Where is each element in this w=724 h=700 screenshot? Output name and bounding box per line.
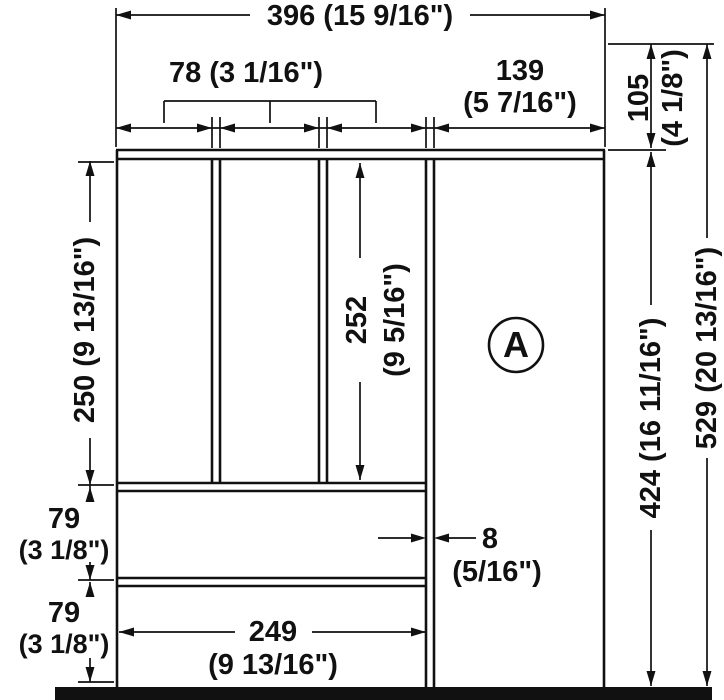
- dim-label-top-offset-in: (4 1/8"): [657, 49, 689, 147]
- dim-row1-height: 79 (3 1/8"): [19, 485, 114, 581]
- witness-lines: [211, 117, 435, 148]
- dim-label-total-width: 396 (15 9/16"): [267, 0, 453, 32]
- drawing-bottom-border: [55, 687, 712, 700]
- dim-label-bottom-width-in: (9 13/16"): [208, 649, 338, 681]
- dim-bottom-width: 249 (9 13/16"): [119, 616, 426, 681]
- arrowhead: [304, 123, 319, 133]
- arrowhead-up: [85, 582, 95, 597]
- dim-label-bottom-width-mm: 249: [249, 616, 297, 648]
- dim-label-row1-mm: 79: [48, 503, 80, 535]
- dim-label-divider-thickness-mm: 8: [482, 523, 498, 555]
- bracket-leader: [163, 100, 377, 123]
- tray-dividers: [117, 159, 436, 687]
- arrowhead-up: [702, 44, 712, 59]
- dim-label-top-offset-mm: 105: [623, 74, 655, 122]
- dim-label-divider-thickness-in: (5/16"): [452, 556, 542, 588]
- dim-inner-compartment: 252 (9 5/16"): [341, 163, 411, 480]
- arrowhead-down: [646, 133, 656, 148]
- arrowhead: [116, 123, 131, 133]
- dim-tray-height: 424 (16 11/16"): [635, 152, 667, 686]
- arrowhead: [411, 123, 426, 133]
- arrowhead-down: [702, 671, 712, 686]
- arrowhead-right: [411, 627, 426, 637]
- dim-overall-height: 529 (20 13/16"): [691, 44, 723, 686]
- arrowhead: [434, 123, 449, 133]
- arrowhead-left: [116, 10, 131, 20]
- dim-label-right-compartment-in: (5 7/16"): [463, 87, 577, 119]
- arrowhead-down: [646, 671, 656, 686]
- dim-label-upper-section: 250 (9 13/16"): [69, 237, 101, 423]
- arrowhead-up: [646, 152, 656, 167]
- section-label-letter: A: [503, 324, 529, 365]
- dim-divider-thickness: 8 (5/16"): [378, 523, 542, 588]
- dim-label-inner-compartment-in: (9 5/16"): [379, 263, 411, 377]
- arrowhead-down: [85, 470, 95, 485]
- dim-label-row2-in: (3 1/8"): [19, 629, 110, 659]
- tray-outline: [115, 148, 606, 687]
- arrowhead: [327, 123, 342, 133]
- arrowhead-right: [411, 533, 426, 543]
- dim-row2-height: 79 (3 1/8"): [19, 582, 114, 683]
- dim-label-row1-in: (3 1/8"): [19, 535, 110, 565]
- arrowhead-up: [85, 487, 95, 502]
- dim-label-tray-height: 424 (16 11/16"): [635, 318, 667, 519]
- arrowhead-down: [85, 565, 95, 580]
- dim-compartment-widths: 78 (3 1/16") 139 (5 7/16"): [116, 55, 605, 148]
- dim-top-offset: 105 (4 1/8"): [608, 43, 714, 151]
- dim-label-inner-compartment-mm: 252: [341, 296, 373, 344]
- arrowhead-up: [646, 44, 656, 59]
- dim-total-width: 396 (15 9/16"): [115, 0, 606, 147]
- arrowhead-right: [590, 10, 605, 20]
- dim-label-row2-mm: 79: [48, 597, 80, 629]
- arrowhead-left: [434, 533, 449, 543]
- arrowhead-down: [355, 465, 365, 480]
- dim-label-right-compartment-mm: 139: [496, 55, 544, 87]
- section-label-a: A: [487, 316, 545, 374]
- arrowhead: [590, 123, 605, 133]
- section-label-circle: [487, 316, 545, 374]
- arrowhead-left: [119, 627, 134, 637]
- arrowhead: [220, 123, 235, 133]
- arrowhead-down: [85, 667, 95, 682]
- arrowhead-up: [85, 161, 95, 176]
- arrowhead: [197, 123, 212, 133]
- dim-upper-section: 250 (9 13/16"): [69, 161, 114, 486]
- dim-label-overall-height: 529 (20 13/16"): [691, 247, 723, 449]
- dim-label-compartment-width: 78 (3 1/16"): [169, 57, 323, 89]
- arrowhead-up: [355, 163, 365, 178]
